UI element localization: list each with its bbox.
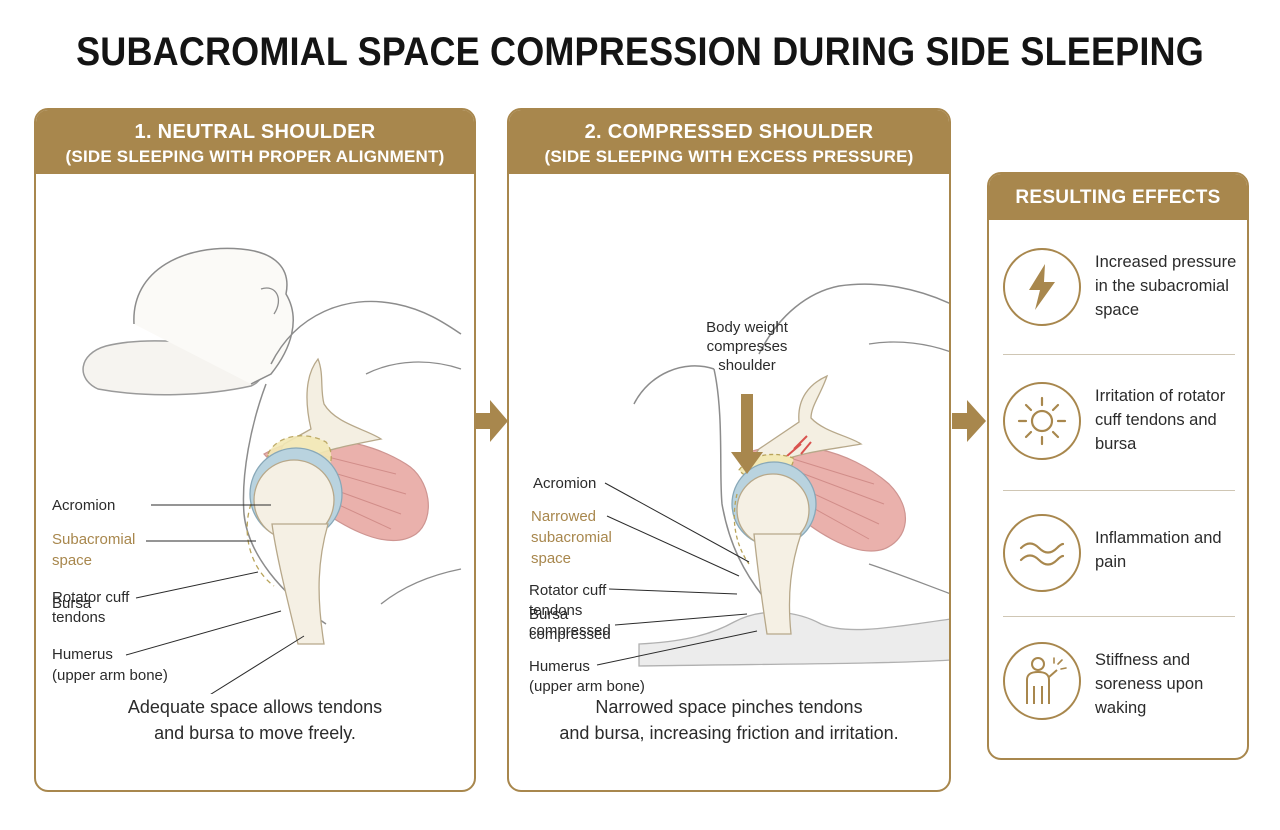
neutral-panel-subtitle: (SIDE SLEEPING WITH PROPER ALIGNMENT) [65,147,445,166]
neutral-caption-line1: Adequate space allows tendons [127,697,383,717]
ear-outline [260,287,279,315]
back-outline [868,341,949,353]
body-weight-arrow-icon [731,394,763,474]
neutral-panel-title: 1. NEUTRAL SHOULDER [134,121,376,143]
page-title: SUBACROMIAL SPACE COMPRESSION DURING SID… [76,30,1204,74]
head-outline [633,365,715,405]
torso-outline [270,300,462,365]
effects-panel-header: RESULTING EFFECTS [989,174,1247,220]
weight-note-line2: compresses [707,338,788,355]
neutral-caption: Adequate space allows tendons and bursa … [36,694,474,746]
neutral-caption-line2: and bursa to move freely. [154,723,356,743]
effect-line: bursa [1095,435,1137,453]
divider [1003,354,1235,355]
effect-line: waking [1095,699,1147,717]
bursa-label-holder: Bursa [52,595,92,612]
arm-outline [380,568,462,605]
arrow-right-icon [952,400,986,442]
effect-text: Irritation of rotator cuff tendons and b… [1095,384,1245,456]
label-rotator-line1: Rotator cuff [52,589,130,606]
label-rotator-line1: Rotator cuff [529,582,607,599]
label-humerus-line2: (upper arm bone) [529,678,645,694]
humerus-shaft [271,523,329,645]
compressed-caption-line2: and bursa, increasing friction and irrit… [559,723,899,743]
compressed-shoulder-panel: 2. COMPRESSED SHOULDER (SIDE SLEEPING WI… [507,108,951,792]
compressed-panel-subtitle: (SIDE SLEEPING WITH EXCESS PRESSURE) [544,147,914,166]
compressed-panel-title: 2. COMPRESSED SHOULDER [584,121,874,143]
weight-note-line1: Body weight [706,319,789,336]
label-bursa-line1: Bursa [529,606,569,623]
neutral-shoulder-illustration: Acromion Subacromial space Rotator cuff … [52,247,462,694]
effect-line: pain [1095,553,1127,571]
label-acromion: Acromion [533,475,596,492]
label-subacromial-line2: space [52,552,92,569]
effect-line: Increased pressure [1095,253,1237,271]
label-humerus-line1: Humerus [529,658,590,675]
effect-text: Stiffness and soreness upon waking [1095,648,1245,720]
effect-line: soreness upon [1095,675,1204,693]
divider [1003,490,1235,491]
sun-irritation-icon [1003,382,1081,460]
mattress [638,611,949,667]
bursa-label-holder: Bursa compressed [529,606,611,643]
label-narrowed-line2: subacromial [531,529,612,546]
weight-note-line3: shoulder [718,357,776,374]
effect-line: cuff tendons and [1095,411,1217,429]
wavy-lines-icon [1003,514,1081,592]
humerus-shaft [753,533,802,635]
arm-outline [868,563,949,594]
label-acromion: Acromion [52,497,115,514]
effect-line: Inflammation and [1095,529,1222,547]
effect-text: Inflammation and pain [1095,526,1245,574]
acromion-bone [754,374,863,466]
label-rotator-line3: compressed [529,622,611,639]
label-humerus-line2: (upper arm bone) [52,667,168,684]
label-humerus-line1: Humerus [52,646,113,663]
compressed-caption-line1: Narrowed space pinches tendons [595,697,863,717]
effect-text: Increased pressure in the subacromial sp… [1095,250,1245,322]
neck-outline [713,368,770,605]
compressed-shoulder-illustration: Body weight compresses shoulder Acromion… [529,283,949,694]
effects-panel-title: RESULTING EFFECTS [1015,187,1221,208]
label-bursa: Bursa [52,595,92,612]
irritation-marks [786,435,812,457]
label-rotator-line2: tendons [52,609,105,626]
label-narrowed-line3: space [531,550,571,567]
effect-line: space [1095,301,1140,319]
label-rotator-line2: tendons [529,602,582,619]
bursa [246,503,275,587]
label-bursa-line2: compressed [529,626,611,643]
effect-line: Stiffness and [1095,651,1191,669]
label-subacromial-line1: Subacromial [52,531,135,548]
person-sore-shoulder-icon [1003,642,1081,720]
back-outline [365,361,462,375]
label-narrowed-line1: Narrowed [531,508,596,525]
bursa [733,493,750,565]
torso-outline [758,283,949,355]
lightning-bolt-icon [1003,248,1081,326]
divider [1003,616,1235,617]
compressed-caption: Narrowed space pinches tendons and bursa… [509,694,949,746]
compressed-panel-header: 2. COMPRESSED SHOULDER (SIDE SLEEPING WI… [509,110,949,174]
neutral-shoulder-panel: 1. NEUTRAL SHOULDER (SIDE SLEEPING WITH … [34,108,476,792]
effect-line: in the subacromial [1095,277,1229,295]
resulting-effects-panel: RESULTING EFFECTS Increased pressure in … [987,172,1249,760]
neutral-panel-header: 1. NEUTRAL SHOULDER (SIDE SLEEPING WITH … [36,110,474,174]
effect-line: Irritation of rotator [1095,387,1226,405]
arrow-right-icon [476,400,508,442]
